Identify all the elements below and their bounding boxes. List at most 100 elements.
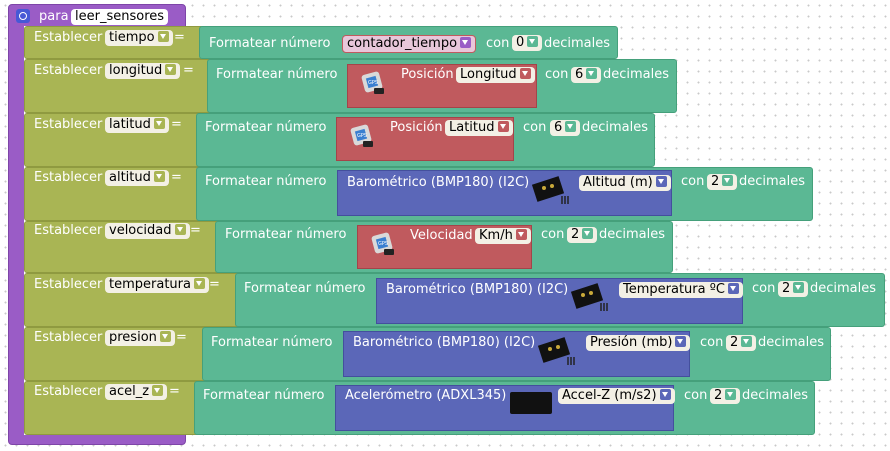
equals-sign: = xyxy=(190,223,201,238)
procedure-keyword: para xyxy=(39,9,69,24)
adxl345-label: Acelerómetro (ADXL345) xyxy=(345,388,507,403)
gps-position-label: Posición xyxy=(390,120,443,135)
equals-sign: = xyxy=(171,170,182,185)
bmp180-label: Barométrico (BMP180) (I2C) xyxy=(353,335,536,350)
chevron-down-icon xyxy=(727,283,739,294)
chevron-down-icon xyxy=(655,176,667,187)
format-number-label: Formatear número xyxy=(244,281,366,296)
chevron-down-icon xyxy=(193,278,205,289)
con-label: con xyxy=(523,120,547,135)
gps-option-dropdown[interactable]: Latitud xyxy=(445,120,513,136)
variable-dropdown-temperatura[interactable]: temperatura xyxy=(105,277,209,293)
bmp180-label: Barométrico (BMP180) (I2C) xyxy=(347,175,530,190)
bmp180-sensor-icon xyxy=(538,337,575,365)
chevron-down-icon xyxy=(565,121,577,132)
chevron-down-icon xyxy=(793,282,805,293)
gps-module-icon: GPS xyxy=(371,232,394,255)
format-number-label: Formatear número xyxy=(216,67,338,82)
bmp180-block-presion[interactable] xyxy=(343,331,690,377)
chevron-down-icon xyxy=(174,224,186,235)
procedure-name-field[interactable]: leer_sensores xyxy=(71,9,169,25)
chevron-down-icon xyxy=(675,336,687,347)
decimals-input[interactable]: 0 xyxy=(512,35,543,51)
chevron-down-icon xyxy=(586,68,598,79)
variable-getter-contador-tiempo[interactable]: contador_tiempo xyxy=(342,35,477,53)
format-number-label: Formatear número xyxy=(203,388,325,403)
gps-option-dropdown[interactable]: Km/h xyxy=(475,228,531,244)
adxl345-option-dropdown[interactable]: Accel-Z (m/s2) xyxy=(558,388,675,404)
equals-sign: = xyxy=(171,117,182,132)
set-label: Establecer xyxy=(34,30,103,45)
con-label: con xyxy=(752,281,776,296)
chevron-down-icon xyxy=(157,31,169,42)
chevron-down-icon xyxy=(460,37,472,48)
format-number-label: Formatear número xyxy=(209,36,331,51)
set-label: Establecer xyxy=(34,117,103,132)
decimals-input[interactable]: 2 xyxy=(707,174,738,190)
chevron-down-icon xyxy=(152,385,164,396)
chevron-down-icon xyxy=(153,118,165,129)
format-number-label: Formatear número xyxy=(225,227,347,242)
variable-dropdown-latitud[interactable]: latitud xyxy=(105,117,169,133)
gps-velocity-label: Velocidad xyxy=(410,228,473,243)
variable-dropdown-acel-z[interactable]: acel_z xyxy=(105,384,168,400)
decimals-input[interactable]: 2 xyxy=(778,281,809,297)
gps-option-dropdown[interactable]: Longitud xyxy=(456,67,535,83)
variable-dropdown-velocidad[interactable]: velocidad xyxy=(105,223,190,239)
equals-sign: = xyxy=(174,30,185,45)
gear-icon[interactable] xyxy=(16,9,30,23)
decimals-label: decimales xyxy=(603,67,670,82)
chevron-down-icon xyxy=(519,68,531,79)
set-label: Establecer xyxy=(34,330,103,345)
decimals-input[interactable]: 2 xyxy=(726,335,757,351)
variable-dropdown-altitud[interactable]: altitud xyxy=(105,170,169,186)
chevron-down-icon xyxy=(159,331,171,342)
gps-module-icon: GPS xyxy=(361,71,384,94)
decimals-input[interactable]: 6 xyxy=(571,67,602,83)
set-label: Establecer xyxy=(34,277,103,292)
decimals-label: decimales xyxy=(742,388,809,403)
con-label: con xyxy=(541,227,565,242)
decimals-input[interactable]: 2 xyxy=(567,227,598,243)
variable-dropdown-longitud[interactable]: longitud xyxy=(105,63,181,79)
con-label: con xyxy=(486,36,510,51)
bmp180-option-dropdown[interactable]: Presión (mb) xyxy=(586,335,691,351)
bmp180-option-dropdown[interactable]: Temperatura ºC xyxy=(619,282,743,298)
equals-sign: = xyxy=(176,330,187,345)
equals-sign: = xyxy=(169,384,180,399)
chevron-down-icon xyxy=(153,171,165,182)
decimals-input[interactable]: 6 xyxy=(550,120,581,136)
chevron-down-icon xyxy=(725,389,737,400)
decimals-label: decimales xyxy=(739,174,806,189)
bmp180-sensor-icon xyxy=(571,283,608,311)
decimals-label: decimales xyxy=(599,227,666,242)
variable-dropdown-presion[interactable]: presion xyxy=(105,330,175,346)
format-number-label: Formatear número xyxy=(205,120,327,135)
decimals-label: decimales xyxy=(758,335,825,350)
chevron-down-icon xyxy=(722,175,734,186)
bmp180-label: Barométrico (BMP180) (I2C) xyxy=(386,282,569,297)
chevron-down-icon xyxy=(527,36,539,47)
con-label: con xyxy=(681,174,705,189)
gps-module-icon: GPS xyxy=(350,124,373,147)
decimals-label: decimales xyxy=(810,281,877,296)
format-number-label: Formatear número xyxy=(205,174,327,189)
bmp180-sensor-icon xyxy=(532,176,569,204)
format-number-label: Formatear número xyxy=(211,335,333,350)
bmp180-option-dropdown[interactable]: Altitud (m) xyxy=(579,175,671,191)
set-label: Establecer xyxy=(34,223,103,238)
chevron-down-icon xyxy=(165,64,177,75)
con-label: con xyxy=(545,67,569,82)
con-label: con xyxy=(700,335,724,350)
variable-dropdown-tiempo[interactable]: tiempo xyxy=(105,30,173,46)
svg-text:GPS: GPS xyxy=(357,133,367,139)
con-label: con xyxy=(684,388,708,403)
chevron-down-icon xyxy=(497,121,509,132)
decimals-input[interactable]: 2 xyxy=(710,388,741,404)
chevron-down-icon xyxy=(582,228,594,239)
chevron-down-icon xyxy=(515,229,527,240)
set-label: Establecer xyxy=(34,63,103,78)
svg-text:GPS: GPS xyxy=(378,241,388,247)
chevron-down-icon xyxy=(741,336,753,347)
svg-text:GPS: GPS xyxy=(368,80,378,86)
